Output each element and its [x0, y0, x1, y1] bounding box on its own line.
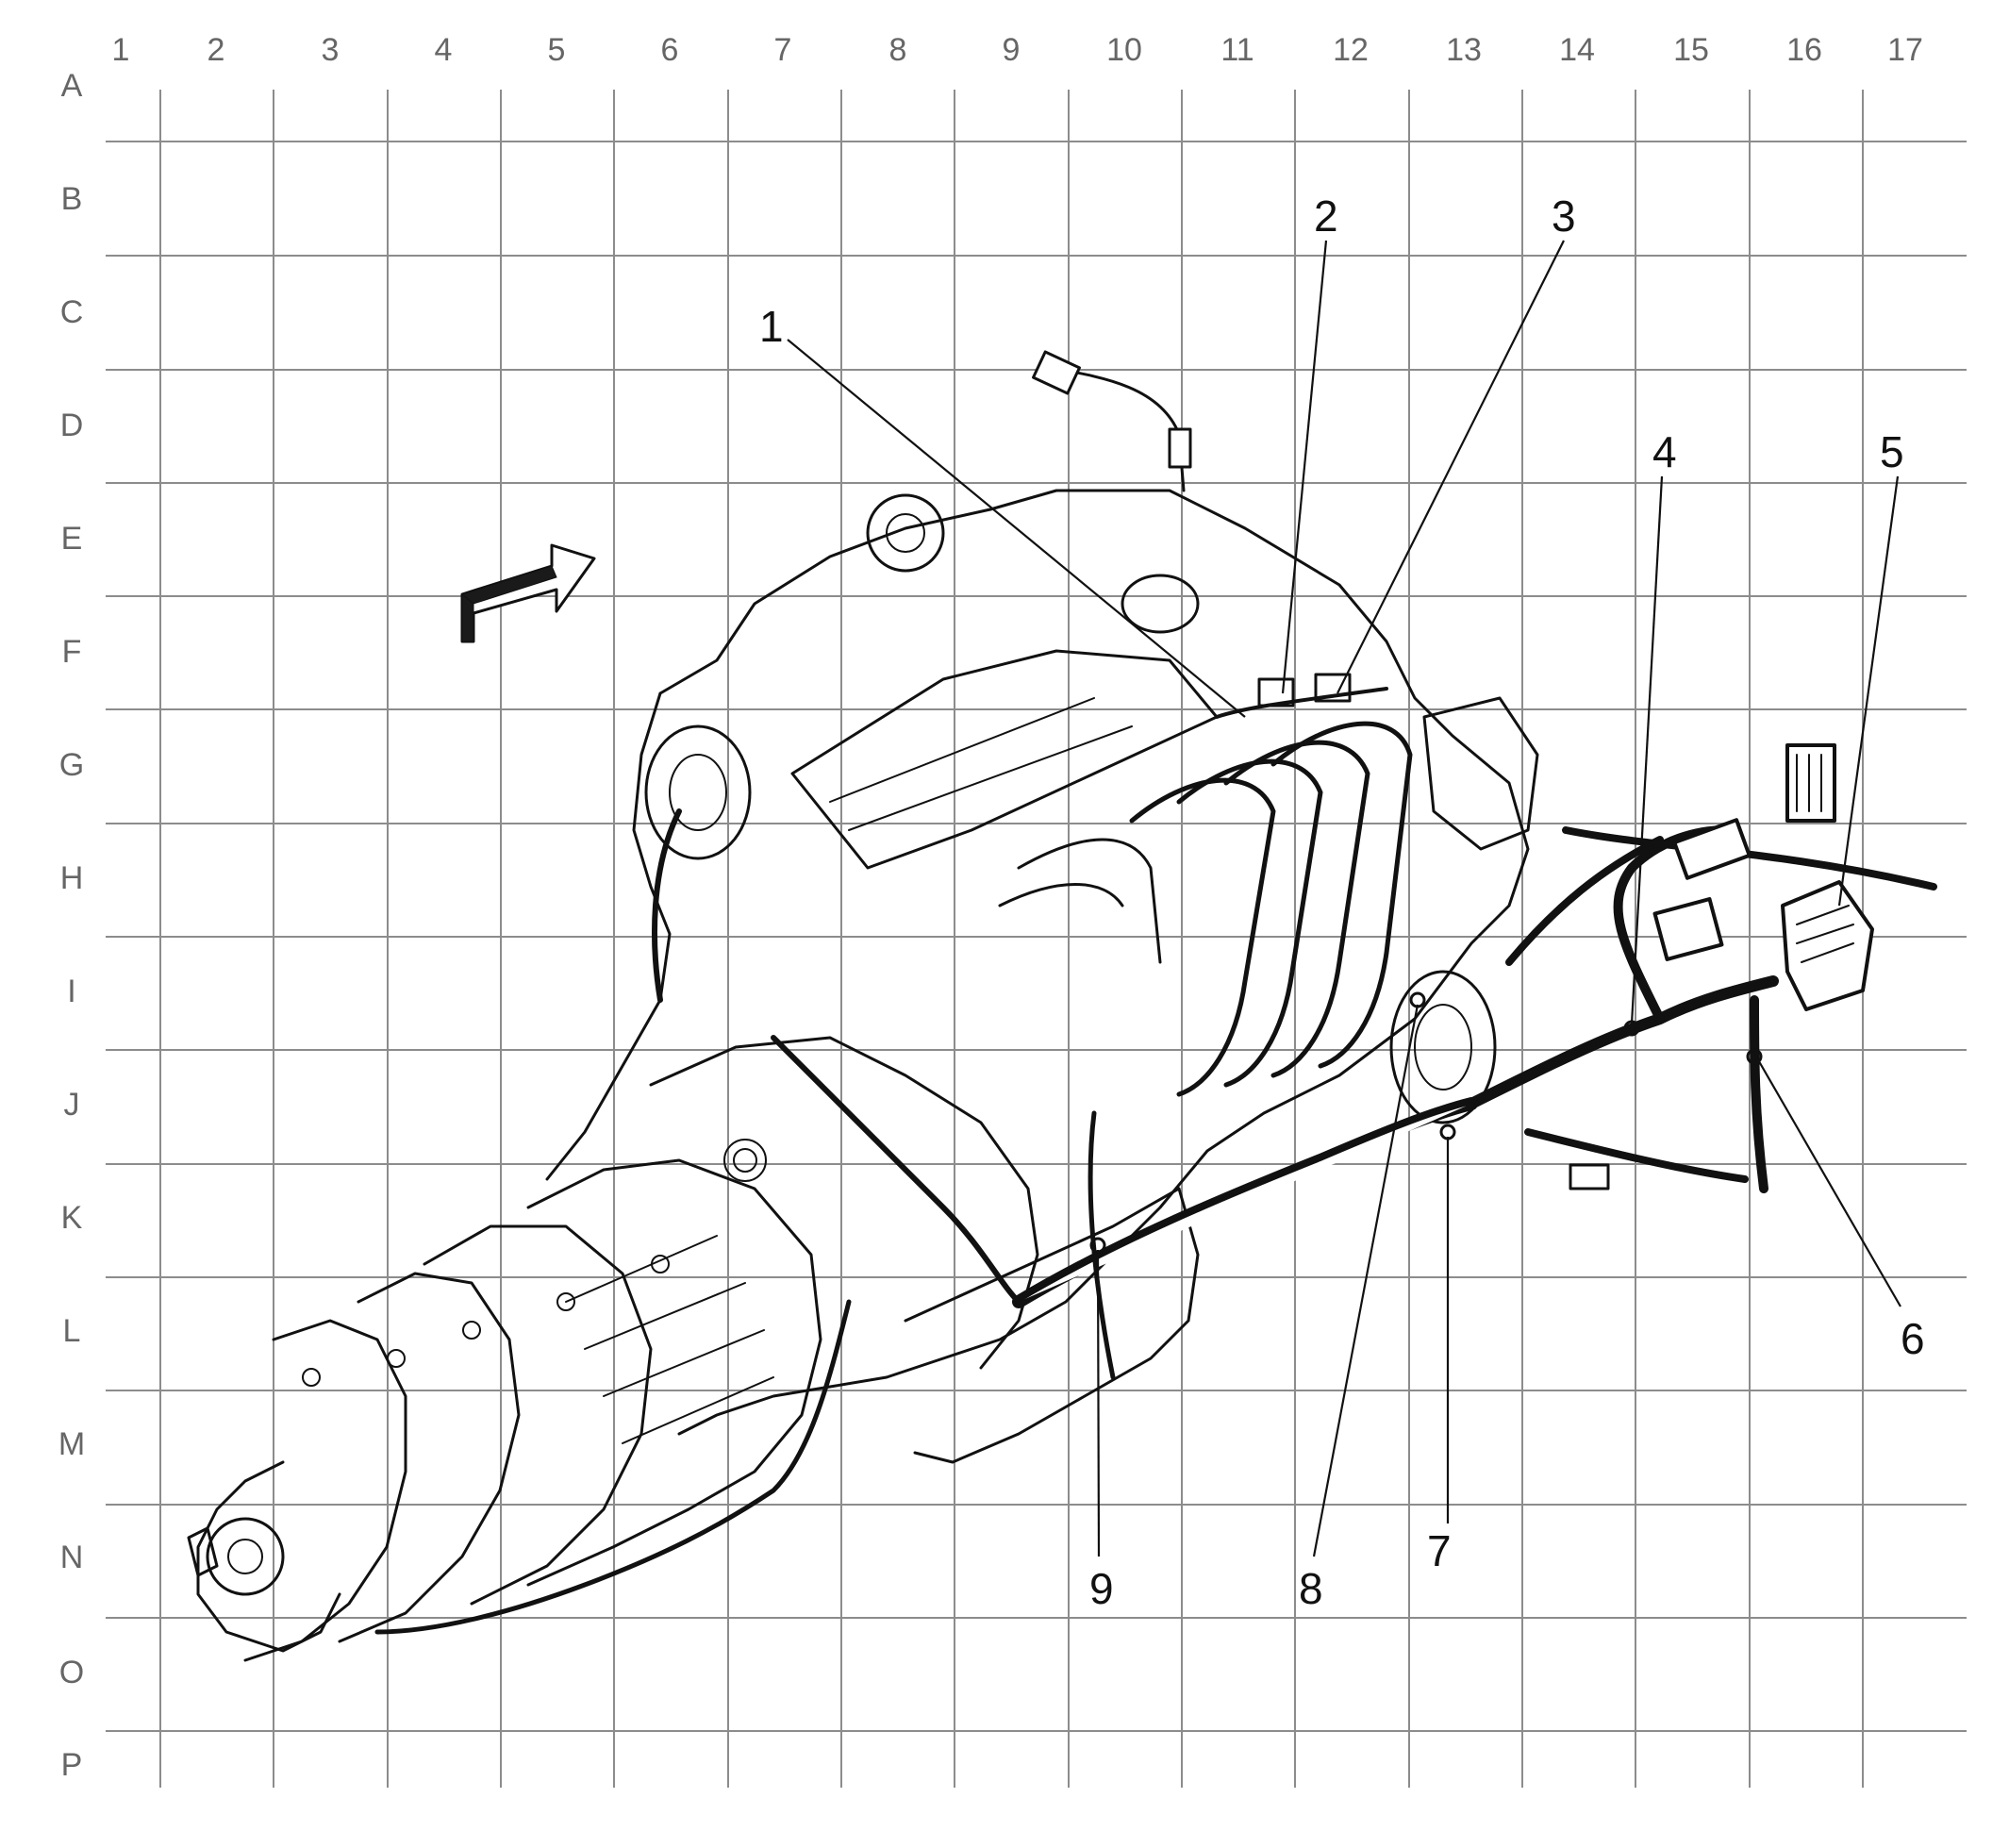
callout-5: 5	[1880, 427, 1904, 476]
grid-column-label: 17	[1887, 32, 1923, 68]
grid-column-label: 10	[1106, 32, 1142, 68]
callout-4: 4	[1652, 427, 1677, 476]
grid-column-label: 2	[208, 32, 225, 68]
grid-row-label: D	[60, 408, 84, 443]
grid-row-label: A	[61, 68, 83, 104]
grid-row-label: H	[60, 860, 84, 896]
grid-row-labels: A B C D E F G H I J K L M N O P	[58, 68, 85, 1783]
grid-column-label: 11	[1220, 32, 1254, 68]
leader-line-2	[1281, 240, 1328, 694]
leader-line-5	[1837, 475, 1900, 907]
callout-numbers: 1 2 3 4 5 6 7 8 9	[759, 191, 1925, 1613]
grid-column-label: 6	[661, 32, 679, 68]
callout-8: 8	[1299, 1564, 1323, 1613]
grid-column-label: 3	[322, 32, 340, 68]
front-direction-arrow-icon	[460, 543, 596, 643]
grid-column-label: 1	[112, 32, 130, 68]
grid-row-label: B	[61, 181, 83, 217]
grid-column-label: 9	[1003, 32, 1021, 68]
leader-line-6	[1755, 1056, 1901, 1307]
callout-6: 6	[1901, 1314, 1925, 1363]
grid-row-label: I	[67, 974, 75, 1009]
grid-column-label: 15	[1673, 32, 1709, 68]
grid-row-label: G	[59, 747, 84, 783]
grid-row-label: O	[59, 1655, 84, 1690]
grid-column-label: 12	[1333, 32, 1369, 68]
callout-1: 1	[759, 302, 784, 351]
grid-column-label: 5	[548, 32, 566, 68]
grid-row-label: J	[64, 1087, 80, 1123]
grid-horizontal-lines	[106, 141, 1967, 1732]
callout-9: 9	[1089, 1564, 1114, 1613]
grid-row-label: N	[60, 1540, 84, 1575]
grid-column-label: 8	[889, 32, 907, 68]
grid-column-label: 7	[774, 32, 792, 68]
leader-line-8	[1312, 1004, 1420, 1557]
grid-row-label: P	[61, 1747, 83, 1783]
grid-row-label: F	[62, 634, 82, 670]
grid-row-label: C	[60, 294, 84, 330]
wiring-harness	[374, 673, 1937, 1635]
grid-vertical-lines	[159, 90, 1864, 1788]
grid-column-label: 13	[1446, 32, 1482, 68]
grid-row-label: L	[63, 1313, 81, 1349]
leader-line-9	[1096, 1249, 1101, 1557]
callout-2: 2	[1314, 191, 1338, 241]
callout-7: 7	[1427, 1526, 1452, 1575]
grid-column-label: 4	[435, 32, 453, 68]
grid-column-label: 16	[1786, 32, 1822, 68]
engine-assembly	[545, 350, 1539, 1436]
transmission-assembly	[187, 1036, 1200, 1662]
leader-line-1	[787, 339, 1246, 718]
leader-line-4	[1630, 475, 1664, 1024]
grid-row-label: K	[61, 1200, 83, 1236]
grid-row-label: M	[58, 1426, 85, 1462]
callout-3: 3	[1552, 191, 1576, 241]
grid-row-label: E	[61, 521, 83, 557]
callout-leader-lines	[787, 240, 1901, 1557]
grid-column-label: 14	[1559, 32, 1595, 68]
leader-line-3	[1337, 240, 1565, 694]
